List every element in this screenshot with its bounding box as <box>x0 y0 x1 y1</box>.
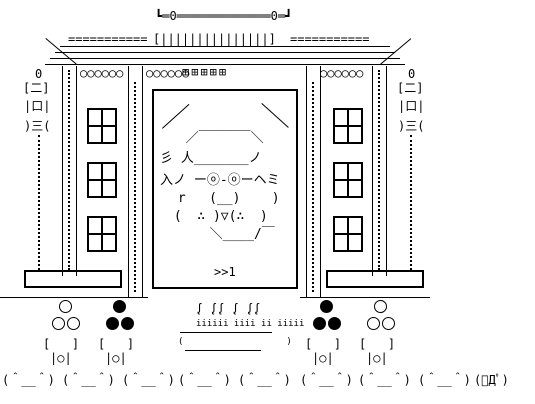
ball-white-2 <box>52 317 65 330</box>
dots-left-2 <box>134 82 138 292</box>
building-col-3 <box>306 66 307 298</box>
bracket-3: [ ] <box>305 337 342 351</box>
ball-black-3 <box>121 317 134 330</box>
bowl-rim <box>180 332 272 333</box>
side-box3-left: )三( <box>24 119 51 133</box>
counter-right <box>326 270 424 288</box>
crowd-3: (＾__＾) <box>122 373 175 387</box>
bowl-base <box>185 350 261 351</box>
face-line-6: ＼____/￣ <box>194 227 275 242</box>
window-right-1 <box>333 108 363 144</box>
ball-white-4 <box>374 300 387 313</box>
crowd-1: (＾__＾) <box>2 373 55 387</box>
ball-black-6 <box>328 317 341 330</box>
windows-row: ⊞⊞⊞⊞⊞ <box>182 65 229 79</box>
face-line-2: 彡 人_______ノ <box>160 151 262 166</box>
dots-right-2 <box>378 70 382 270</box>
building-col-2 <box>142 66 143 298</box>
roof-bar: [|||||||||||||||] <box>153 32 276 46</box>
roof-left-eq: =========== <box>68 32 148 46</box>
crowd-5: (＾__＾) <box>238 373 291 387</box>
face-line-1: ／￣￣￣￣＼ <box>170 131 264 146</box>
ball-white-1 <box>59 300 72 313</box>
side-label-left: 0 <box>35 67 43 81</box>
ball-white-6 <box>382 317 395 330</box>
cup-1: |○| <box>50 351 72 365</box>
ball-black-1 <box>113 300 126 313</box>
crowd-7: (＾__＾) <box>358 373 411 387</box>
window-left-1 <box>87 108 117 144</box>
roof-line-1 <box>60 46 390 47</box>
steam: ᶘ ᶘᶘ ᶘ ᶘᶘ <box>196 301 261 315</box>
circles-row-center: ○○○○○○ <box>146 66 190 80</box>
crowd-2: (＾__＾) <box>62 373 115 387</box>
base-line-right <box>300 297 430 298</box>
cup-4: |○| <box>366 351 388 365</box>
counter-text: >>1 <box>214 265 236 279</box>
bracket-1: [ ] <box>43 337 80 351</box>
crowd-4: (＾__＾) <box>178 373 231 387</box>
side-box3-right: )三( <box>398 119 425 133</box>
side-box-left: [二] <box>23 81 50 95</box>
circles-row-left: ○○○○○○ <box>80 66 124 80</box>
counter-left <box>24 270 122 288</box>
dots-side-right <box>410 135 414 270</box>
dots-right-1 <box>312 82 316 292</box>
building-left-edge-2 <box>76 66 77 276</box>
bracket-2: [ ] <box>98 337 135 351</box>
bracket-4: [ ] <box>359 337 396 351</box>
window-left-3 <box>87 216 117 252</box>
roof-line-4 <box>45 64 405 65</box>
dots-left-1 <box>68 70 72 270</box>
roof-line-2 <box>55 52 395 53</box>
side-box2-left: |口| <box>24 99 51 113</box>
roof-right-eq: =========== <box>290 32 370 46</box>
building-col-1 <box>128 66 129 298</box>
building-left-edge <box>62 66 63 276</box>
roof-line-3 <box>50 58 400 59</box>
cup-3: |○| <box>312 351 334 365</box>
building-right-edge <box>372 66 373 276</box>
ball-white-5 <box>367 317 380 330</box>
building-col-4 <box>320 66 321 298</box>
roof-sign: ┗═0═════════════0═┛ <box>155 9 293 23</box>
crowd-9: (ﾟДﾟ) <box>474 373 509 387</box>
face-line-5: ( ∴ )▽(∴ ) <box>166 209 268 224</box>
ball-white-3 <box>67 317 80 330</box>
window-right-2 <box>333 162 363 198</box>
dots-side-left <box>38 135 42 270</box>
cup-2: |○| <box>105 351 127 365</box>
ball-black-4 <box>320 300 333 313</box>
bowl: ( ) <box>178 337 292 347</box>
crowd-6: (＾__＾) <box>300 373 353 387</box>
bowl-noodles: iiiiii iiii ii iiiii <box>196 319 305 329</box>
side-box2-right: |口| <box>398 99 425 113</box>
center-frame <box>152 89 298 289</box>
window-left-2 <box>87 162 117 198</box>
side-box-right: [二] <box>397 81 424 95</box>
ball-black-5 <box>313 317 326 330</box>
building-right-edge-2 <box>386 66 387 276</box>
base-line-left <box>0 297 148 298</box>
window-right-3 <box>333 216 363 252</box>
side-label-right: 0 <box>408 67 416 81</box>
face-line-4: r (__) ) <box>170 191 280 206</box>
circles-row-right: ○○○○○○ <box>320 66 364 80</box>
ball-black-2 <box>106 317 119 330</box>
face-line-3: 入ノ ーⓞ-ⓞーヘミ <box>160 173 280 188</box>
crowd-8: (＾__＾) <box>418 373 471 387</box>
